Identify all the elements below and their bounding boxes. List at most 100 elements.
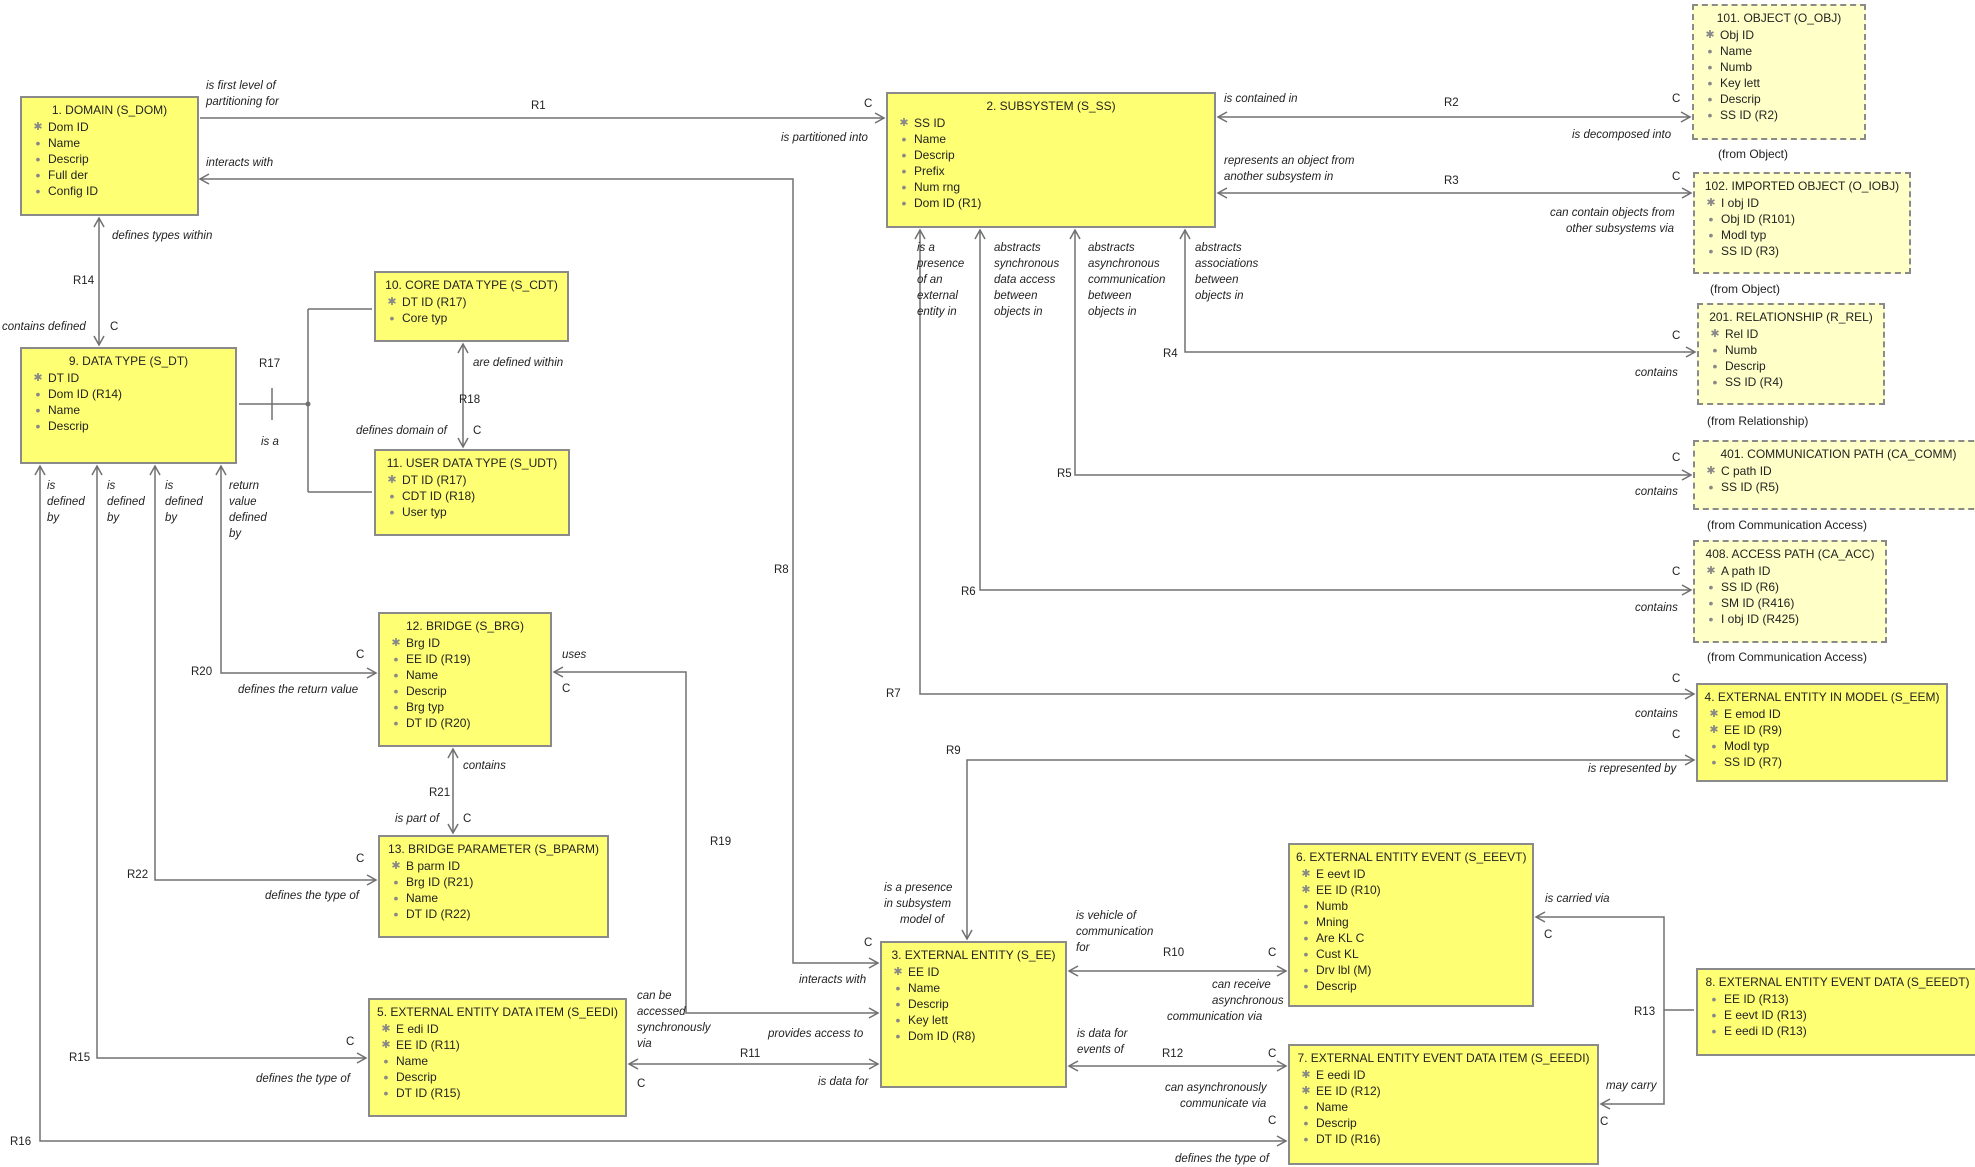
role-phrase-label: defines the type of bbox=[1175, 1153, 1269, 1165]
class-box-eeedt[interactable]: 8. EXTERNAL ENTITY EVENT DATA (S_EEEDT)•… bbox=[1696, 968, 1975, 1056]
attribute-row: ✱EE ID (R12) bbox=[1296, 1083, 1591, 1099]
multiplicity-label: C bbox=[562, 683, 571, 695]
attribute-row: • Brg typ bbox=[386, 699, 544, 715]
class-title: 4. EXTERNAL ENTITY IN MODEL (S_EEM) bbox=[1704, 690, 1940, 704]
attribute-name: Brg typ bbox=[406, 700, 445, 714]
role-phrase-label: is contained in bbox=[1224, 93, 1298, 105]
multiplicity-label: C bbox=[637, 1078, 646, 1090]
attribute-dot-icon: • bbox=[1708, 227, 1714, 243]
multiplicity-label: C bbox=[1268, 947, 1277, 959]
attribute-name: Obj ID (R101) bbox=[1721, 212, 1796, 226]
relationship-number-label: R21 bbox=[429, 787, 451, 799]
class-title: 3. EXTERNAL ENTITY (S_EE) bbox=[891, 948, 1056, 962]
association-arrowhead bbox=[457, 437, 469, 449]
attribute-row: •Modl typ bbox=[1704, 738, 1940, 754]
identifier-star-icon: ✱ bbox=[1301, 868, 1311, 880]
class-box-eeevt[interactable]: 6. EXTERNAL ENTITY EVENT (S_EEEVT)✱E eev… bbox=[1288, 843, 1534, 1007]
class-box-brg[interactable]: 12. BRIDGE (S_BRG)✱Brg ID•EE ID (R19)•Na… bbox=[378, 612, 552, 747]
attribute-dot-icon: • bbox=[1303, 1099, 1309, 1115]
role-phrase-label: contains bbox=[1635, 708, 1678, 720]
attribute-name: Name bbox=[406, 668, 439, 682]
attribute-row: •Modl typ bbox=[1701, 227, 1903, 243]
class-box-dt[interactable]: 9. DATA TYPE (S_DT)✱DT ID•Dom ID (R14)•N… bbox=[20, 347, 237, 464]
class-box-eeedi[interactable]: 7. EXTERNAL ENTITY EVENT DATA ITEM (S_EE… bbox=[1288, 1044, 1599, 1165]
relationship-number-label: R20 bbox=[191, 666, 213, 678]
attribute-name: SS ID (R5) bbox=[1721, 480, 1780, 494]
class-box-dom[interactable]: 1. DOMAIN (S_DOM)✱Dom ID•Name•Descrip•Fu… bbox=[20, 96, 199, 216]
role-phrase-label: events of bbox=[1077, 1044, 1124, 1056]
role-phrase-label: may carry bbox=[1606, 1080, 1657, 1092]
role-phrase-label: external bbox=[917, 290, 958, 302]
multiplicity-label: C bbox=[110, 321, 119, 333]
attribute-row: ✱EE ID (R9) bbox=[1704, 722, 1940, 738]
attribute-row: ✱A path ID bbox=[1701, 563, 1879, 579]
attribute-dot-icon: • bbox=[1303, 1131, 1309, 1147]
attribute-name: EE ID (R11) bbox=[396, 1038, 460, 1052]
attribute-name: SS ID (R2) bbox=[1720, 108, 1779, 122]
class-box-obj[interactable]: 101. OBJECT (O_OBJ)✱Obj ID•Name•Numb•Key… bbox=[1692, 4, 1866, 140]
attribute-name: DT ID (R17) bbox=[402, 295, 467, 309]
attribute-row: ✱EE ID (R11) bbox=[376, 1037, 619, 1053]
class-box-cdt[interactable]: 10. CORE DATA TYPE (S_CDT)✱DT ID (R17)•C… bbox=[374, 271, 569, 342]
role-phrase-label: by bbox=[47, 512, 60, 524]
association-arrowhead bbox=[366, 874, 378, 886]
association-line bbox=[39, 466, 1286, 1142]
association-arrowhead bbox=[93, 335, 105, 347]
association-arrowhead bbox=[868, 1058, 880, 1070]
class-title: 2. SUBSYSTEM (S_SS) bbox=[986, 99, 1116, 113]
role-phrase-label: is carried via bbox=[1545, 893, 1610, 905]
role-phrase-label: synchronously bbox=[637, 1022, 711, 1034]
class-box-ee[interactable]: 3. EXTERNAL ENTITY (S_EE)✱EE ID•Name•Des… bbox=[880, 941, 1067, 1088]
attribute-row: •Num rng bbox=[894, 179, 1208, 195]
attribute-row: •Name bbox=[894, 131, 1208, 147]
class-box-iobj[interactable]: 102. IMPORTED OBJECT (O_IOBJ)✱I obj ID•O… bbox=[1693, 172, 1911, 274]
attribute-name: SS ID (R7) bbox=[1724, 755, 1783, 769]
relationship-number-label: R19 bbox=[710, 836, 732, 848]
relationship-number-label: R8 bbox=[774, 564, 789, 576]
role-phrase-label: other subsystems via bbox=[1566, 223, 1675, 235]
role-phrase-label: can receive bbox=[1212, 979, 1271, 991]
attribute-name: Descrip bbox=[48, 152, 89, 166]
class-box-udt[interactable]: 11. USER DATA TYPE (S_UDT)✱DT ID (R17)•C… bbox=[374, 449, 570, 536]
role-phrase-label: defines domain of bbox=[356, 425, 447, 437]
role-phrase-label: in subsystem bbox=[884, 898, 952, 910]
role-phrase-label: defined bbox=[47, 496, 85, 508]
class-box-comm[interactable]: 401. COMMUNICATION PATH (CA_COMM)✱C path… bbox=[1693, 440, 1975, 510]
association-arrowhead bbox=[552, 666, 564, 678]
attribute-dot-icon: • bbox=[1303, 978, 1309, 994]
attribute-dot-icon: • bbox=[393, 699, 399, 715]
class-box-eedi[interactable]: 5. EXTERNAL ENTITY DATA ITEM (S_EEDI)✱E … bbox=[368, 998, 627, 1117]
attribute-row: •Mning bbox=[1296, 914, 1526, 930]
attribute-row: •Are KL C bbox=[1296, 930, 1526, 946]
attribute-row: •SS ID (R5) bbox=[1701, 479, 1975, 495]
package-source-label: (from Object) bbox=[1718, 147, 1789, 161]
multiplicity-label: C bbox=[356, 853, 365, 865]
attribute-name: Name bbox=[908, 981, 941, 995]
attribute-row: •Descrip bbox=[28, 418, 229, 434]
association-arrowhead bbox=[215, 464, 227, 476]
attribute-dot-icon: • bbox=[1711, 738, 1717, 754]
class-title: 12. BRIDGE (S_BRG) bbox=[405, 619, 525, 633]
attribute-dot-icon: • bbox=[895, 980, 901, 996]
role-phrase-label: are defined within bbox=[473, 357, 564, 369]
attribute-row: •Core typ bbox=[382, 310, 561, 326]
multiplicity-label: C bbox=[864, 98, 873, 110]
attribute-dot-icon: • bbox=[1708, 595, 1714, 611]
class-box-acc[interactable]: 408. ACCESS PATH (CA_ACC)✱A path ID•SS I… bbox=[1693, 540, 1887, 643]
class-box-eem[interactable]: 4. EXTERNAL ENTITY IN MODEL (S_EEM)✱E em… bbox=[1696, 683, 1948, 782]
class-box-rel[interactable]: 201. RELATIONSHIP (R_REL)✱Rel ID•Numb•De… bbox=[1697, 303, 1885, 405]
class-title: 13. BRIDGE PARAMETER (S_BPARM) bbox=[388, 842, 599, 856]
attribute-row: •E eedi ID (R13) bbox=[1704, 1023, 1971, 1039]
attribute-dot-icon: • bbox=[901, 195, 907, 211]
association-line bbox=[919, 230, 1694, 695]
association-arrowhead bbox=[1216, 111, 1228, 123]
attribute-name: DT ID (R15) bbox=[396, 1086, 461, 1100]
class-box-bparm[interactable]: 13. BRIDGE PARAMETER (S_BPARM)✱B parm ID… bbox=[378, 835, 609, 938]
attribute-name: EE ID (R10) bbox=[1316, 883, 1381, 897]
association-line bbox=[979, 230, 1691, 591]
package-source-label: (from Relationship) bbox=[1707, 414, 1809, 428]
relationship-number-label: R16 bbox=[10, 1136, 32, 1148]
attribute-dot-icon: • bbox=[1303, 1115, 1309, 1131]
class-box-ss[interactable]: 2. SUBSYSTEM (S_SS)✱SS ID•Name•Descrip•P… bbox=[886, 92, 1216, 228]
attribute-row: •E eevt ID (R13) bbox=[1704, 1007, 1971, 1023]
